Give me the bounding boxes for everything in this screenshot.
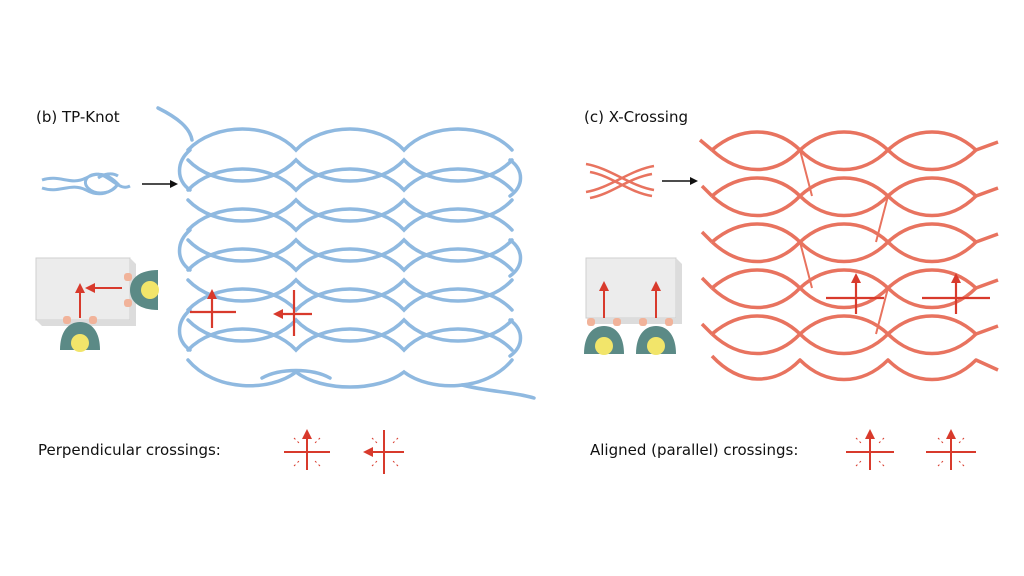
work-table <box>585 257 677 319</box>
tp-knot-fabric <box>156 106 536 400</box>
legend-aligned-icon-2 <box>926 429 976 470</box>
legend-perpendicular-icon-1 <box>284 429 330 470</box>
tp-knot-workers <box>35 257 159 352</box>
worker-left <box>584 318 624 355</box>
tp-knot-side-loops <box>177 148 523 358</box>
perpendicular-marker-1 <box>190 289 236 328</box>
worker-bottom <box>60 316 100 352</box>
tp-knot-rows <box>186 127 514 389</box>
aligned-marker-2 <box>922 273 990 314</box>
person-head-icon <box>141 281 159 299</box>
legend-aligned-icon-1 <box>846 429 894 470</box>
panel-c-footer: Aligned (parallel) crossings: <box>590 441 799 459</box>
aligned-marker-1 <box>826 273 884 314</box>
panel-b-footer: Perpendicular crossings: <box>38 441 221 459</box>
panel-c-title: (c) X-Crossing <box>584 108 688 126</box>
panel-b-title: (b) TP-Knot <box>36 108 120 126</box>
person-head-icon <box>71 334 89 352</box>
worker-right <box>636 318 676 355</box>
person-head-icon <box>595 337 613 355</box>
x-crossing-fabric <box>698 130 999 382</box>
legend-perpendicular-icon-2 <box>363 430 404 474</box>
figure-eight-knot-icon <box>41 172 131 196</box>
worker-right <box>124 270 159 310</box>
x-crossing-workers <box>584 257 682 355</box>
x-crossing-icon <box>585 162 655 200</box>
perpendicular-marker-2 <box>273 290 312 336</box>
person-head-icon <box>647 337 665 355</box>
